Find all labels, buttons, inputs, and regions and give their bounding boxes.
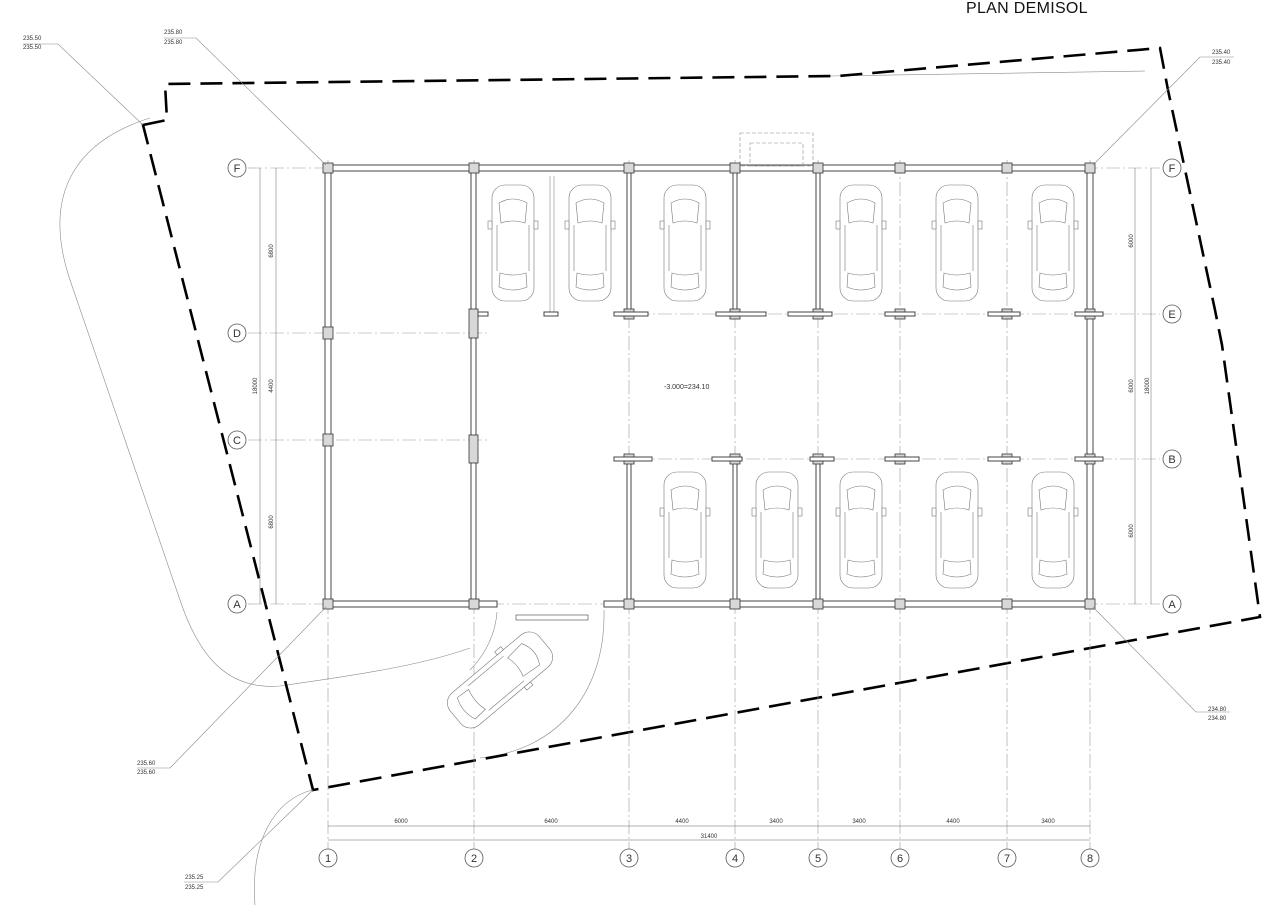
columns	[322, 162, 1104, 610]
row-axis-bubbles: F D C A F E B A	[227, 158, 1182, 614]
dim-right-3: 6000	[1129, 524, 1135, 538]
wall-5-top	[815, 167, 821, 315]
axis-label-col-8: 8	[1087, 853, 1093, 865]
dim-bottom-2: 6400	[544, 819, 558, 825]
dim-left-1: 6800	[269, 244, 275, 258]
dim-bottom-5: 3400	[852, 819, 866, 825]
dim-bottom-3: 4400	[675, 819, 689, 825]
axis-label-d-left: D	[233, 328, 241, 340]
elev-bl1-a: 235.60	[137, 761, 156, 767]
dim-bottom-4: 3400	[769, 819, 783, 825]
axis-label-a-right: A	[1168, 599, 1176, 611]
dim-bottom-total: 31400	[701, 834, 718, 840]
wall-4-top	[732, 167, 738, 315]
dim-left-3: 6800	[269, 515, 275, 529]
site-curve-left	[59, 117, 471, 687]
elev-bl2-b: 235.25	[185, 885, 204, 891]
elev-tr-a: 235.40	[1212, 50, 1231, 56]
wall-axis-2	[470, 164, 477, 608]
property-boundary	[141, 46, 1262, 792]
axis-label-f-left: F	[234, 163, 241, 175]
dim-bottom-1: 6000	[394, 819, 408, 825]
wall-3-top	[626, 167, 632, 315]
left-dimension-chain: 6800 4400 6800 18000	[253, 168, 277, 604]
parked-cars	[439, 184, 1079, 737]
wall-right	[1086, 164, 1094, 608]
right-dimension-chain: 6000 6000 6000 18000	[1129, 168, 1152, 604]
wall-bottom-right	[603, 600, 1094, 608]
ramp-curve	[479, 609, 605, 759]
dim-right-total: 18000	[1145, 377, 1151, 394]
dim-right-1: 6000	[1129, 234, 1135, 248]
axis-label-col-2: 2	[471, 853, 477, 865]
wall-top	[325, 164, 1094, 172]
axis-label-col-7: 7	[1004, 853, 1010, 865]
elev-tr-b: 235.40	[1212, 60, 1231, 66]
axis-label-f-right: F	[1169, 163, 1176, 175]
column-axis-bubbles: 1 2 3 4 5 6 7 8	[318, 848, 1100, 868]
elev-tl1-a: 235.50	[23, 36, 42, 42]
wall-4-bot	[732, 458, 738, 605]
elev-bl1-b: 235.60	[137, 770, 156, 776]
site-line-top	[829, 70, 1146, 77]
elev-bl2-a: 235.25	[185, 875, 204, 881]
level-label: -3.000=234.10	[664, 384, 709, 391]
elev-br-b: 234.80	[1208, 716, 1227, 722]
dim-left-total: 18000	[253, 377, 259, 394]
axis-label-a-left: A	[233, 599, 241, 611]
axis-label-b-right: B	[1168, 454, 1175, 466]
walls	[324, 132, 1094, 621]
axis-label-col-5: 5	[815, 853, 821, 865]
axis-label-c-left: C	[233, 435, 241, 447]
dim-bottom-6: 4400	[946, 819, 960, 825]
dim-right-2: 6000	[1129, 379, 1135, 393]
dim-left-2: 4400	[269, 379, 275, 393]
site-curve-bottom	[254, 789, 313, 905]
axis-label-col-4: 4	[732, 853, 738, 865]
elev-br-a: 234.80	[1208, 707, 1227, 713]
axis-label-col-3: 3	[626, 853, 632, 865]
wall-5-bot	[815, 458, 821, 605]
elev-tl2-b: 235.80	[164, 40, 183, 46]
ramp-curve-inner	[469, 611, 498, 671]
drawing-title: PLAN DEMISOL	[966, 0, 1088, 17]
dim-bottom-7: 3400	[1041, 819, 1055, 825]
wall-left	[324, 164, 332, 608]
elev-tl1-b: 235.50	[23, 45, 42, 51]
bottom-dimension-chain: 6000 6400 4400 3400 3400 4400 3400 31400	[328, 819, 1090, 841]
axis-label-col-1: 1	[325, 853, 331, 865]
axis-label-e-right: E	[1168, 309, 1175, 321]
elevation-markers: 235.50 235.50 235.80 235.80 235.40 235.4…	[23, 30, 1234, 891]
elev-tl2-a: 235.80	[164, 30, 183, 36]
wall-3-bot	[626, 458, 632, 605]
axis-label-col-6: 6	[897, 853, 903, 865]
